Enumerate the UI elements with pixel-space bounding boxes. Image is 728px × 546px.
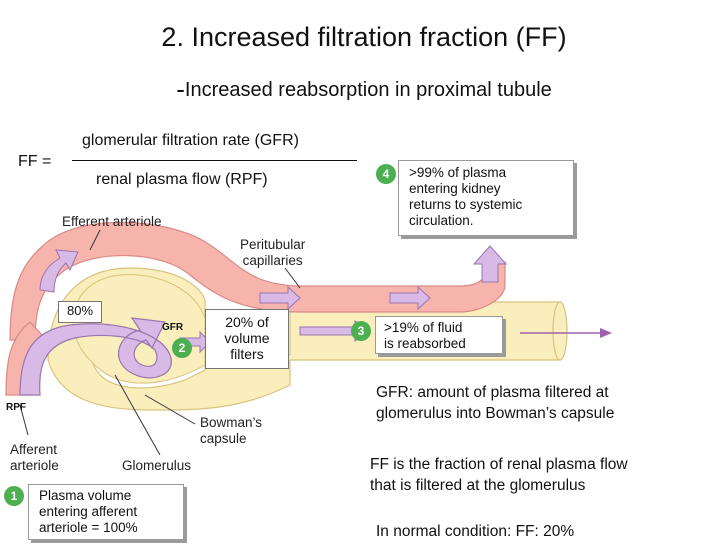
reabsorption-line1: >19% of fluid <box>384 320 463 335</box>
filtration-box: 20% of volume filters <box>205 309 289 369</box>
reabsorption-line2: is reabsorbed <box>384 336 466 351</box>
ff-definition: FF is the fraction of renal plasma flow … <box>370 454 628 496</box>
label-peritubular-capillaries: Peritubular capillaries <box>240 237 305 269</box>
formula-denominator: renal plasma flow (RPF) <box>96 171 268 188</box>
ff-equals-label: FF = <box>18 153 52 170</box>
return-line4: circulation. <box>409 213 474 228</box>
step-badge-3: 3 <box>351 321 371 341</box>
step-badge-4: 4 <box>376 164 396 184</box>
outflow-arrowhead <box>600 328 612 338</box>
glomerulus-loop <box>19 317 172 396</box>
ff-definition-line2: that is filtered at the glomerulus <box>370 477 586 494</box>
leader-peritubular <box>284 267 301 289</box>
gfr-definition: GFR: amount of plasma filtered at glomer… <box>376 382 614 424</box>
filtration-line1: 20% of <box>225 314 269 330</box>
tubule-end-cap <box>552 301 568 361</box>
label-peritubular-line2: capillaries <box>242 253 303 268</box>
label-bowmans-capsule: Bowman’s capsule <box>200 415 262 447</box>
plasma-line1: Plasma volume <box>39 488 132 503</box>
step-badge-1: 1 <box>4 486 24 506</box>
label-afferent-line2: arteriole <box>10 458 59 473</box>
peritubular-arrow-1 <box>259 285 301 311</box>
plasma-line3: arteriole = 100% <box>39 520 138 535</box>
normal-ff-note: In normal condition: FF: 20% <box>376 523 575 540</box>
return-line1: >99% of plasma <box>409 165 507 180</box>
leader-afferent <box>19 404 29 436</box>
filtration-line2: volume <box>224 330 270 346</box>
subtitle-text: Increased reabsorption in proximal tubul… <box>184 79 552 101</box>
plasma-line2: entering afferent <box>39 504 138 519</box>
filtration-line3: filters <box>230 346 264 362</box>
label-glomerulus: Glomerulus <box>122 458 192 473</box>
reabsorption-box: >19% of fluid is reabsorbed <box>375 316 503 354</box>
return-up-arrow <box>472 245 508 283</box>
return-line2: entering kidney <box>409 181 501 196</box>
peritubular-arrow-2 <box>389 285 431 311</box>
return-circulation-box: >99% of plasma entering kidney returns t… <box>398 160 574 236</box>
label-bowmans-line2: capsule <box>200 431 247 446</box>
slide-subtitle: -Increased reabsorption in proximal tubu… <box>0 74 728 105</box>
label-afferent-line1: Afferent <box>10 442 58 457</box>
eighty-percent-box: 80% <box>58 301 102 323</box>
ff-definition-line1: FF is the fraction of renal plasma flow <box>370 456 628 473</box>
return-line3: returns to systemic <box>409 197 523 212</box>
gfr-definition-line1: GFR: amount of plasma filtered at <box>376 384 609 401</box>
subtitle-dash: - <box>176 74 185 104</box>
label-peritubular-line1: Peritubular <box>240 237 306 252</box>
leader-bowmans <box>144 394 196 425</box>
formula-numerator: glomerular filtration rate (GFR) <box>82 132 299 149</box>
plasma-entering-box: Plasma volume entering afferent arteriol… <box>28 484 184 540</box>
leader-glomerulus <box>114 374 161 456</box>
step-badge-2: 2 <box>172 338 192 358</box>
label-bowmans-line1: Bowman’s <box>200 415 263 430</box>
label-afferent-arteriole: Afferent arteriole <box>10 442 59 474</box>
label-efferent-arteriole: Efferent arteriole <box>62 214 162 229</box>
label-gfr: GFR <box>162 322 184 333</box>
gfr-definition-line2: glomerulus into Bowman’s capsule <box>376 405 615 422</box>
label-rpf: RPF <box>6 402 26 413</box>
slide-title: 2. Increased filtration fraction (FF) <box>161 22 567 52</box>
leader-efferent <box>89 229 101 251</box>
fraction-bar <box>72 160 357 161</box>
efferent-flow-arrow <box>39 249 79 293</box>
